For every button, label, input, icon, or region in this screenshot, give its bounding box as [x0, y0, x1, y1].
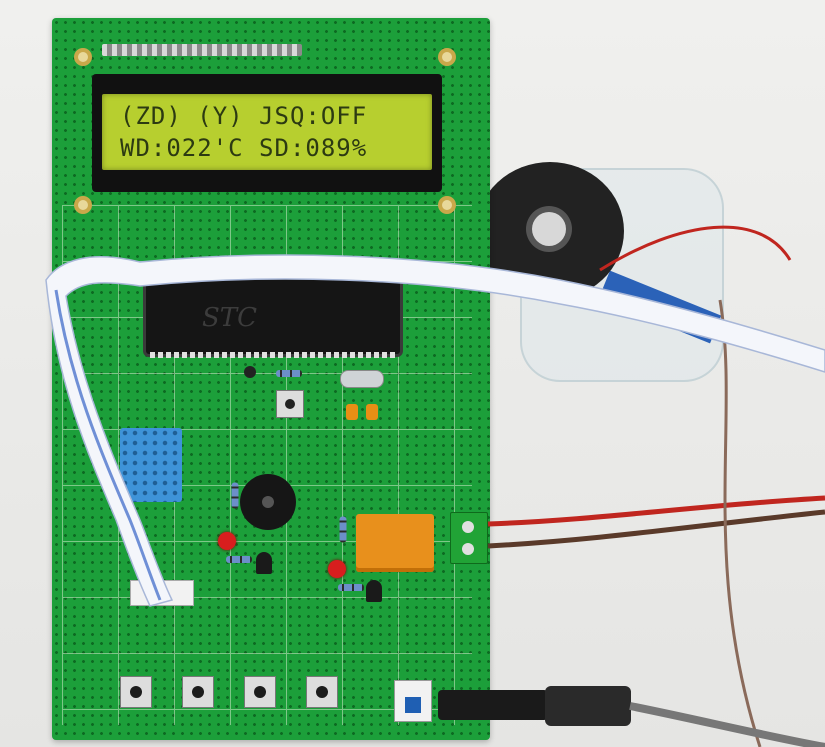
- humidity-sensor: [120, 428, 182, 502]
- red-led: [328, 560, 346, 578]
- mount-hole: [438, 48, 456, 66]
- red-led: [218, 532, 236, 550]
- red-wire: [487, 495, 825, 527]
- indicator-led: [244, 366, 256, 378]
- key-button-1[interactable]: [120, 676, 152, 708]
- dc-power-jack: [438, 690, 548, 720]
- mount-hole: [438, 196, 456, 214]
- reset-button[interactable]: [276, 390, 304, 418]
- relay: [356, 514, 434, 572]
- resistor: [338, 584, 364, 591]
- screw-terminal: [450, 512, 488, 564]
- terminal-screw: [462, 543, 474, 555]
- capacitor: [346, 404, 358, 420]
- ultrasonic-atomizer: [476, 162, 624, 300]
- resistor: [231, 482, 239, 509]
- resistor: [226, 556, 252, 563]
- lcd-pin-header: [102, 44, 302, 56]
- key-button-3[interactable]: [244, 676, 276, 708]
- mount-hole: [74, 48, 92, 66]
- capacitor: [366, 404, 378, 420]
- power-switch[interactable]: [394, 680, 432, 722]
- microcontroller-chip: [146, 278, 400, 354]
- resistor: [276, 370, 302, 377]
- buzzer: [240, 474, 296, 530]
- lcd-line-1: (ZD) (Y) JSQ:OFF: [120, 102, 368, 130]
- resistor: [339, 516, 347, 543]
- dc-power-plug: [545, 686, 631, 726]
- power-cable: [629, 702, 825, 747]
- lcd-screen: (ZD) (Y) JSQ:OFF WD:022'C SD:089%: [102, 94, 432, 170]
- brown-wire: [487, 509, 825, 549]
- chip-marking: STC: [202, 303, 258, 333]
- terminal-screw: [462, 521, 474, 533]
- sensor-wire: [718, 299, 762, 747]
- mount-hole: [74, 196, 92, 214]
- transistor: [366, 580, 382, 602]
- transistor: [256, 552, 272, 574]
- ribbon-connector: [130, 580, 194, 606]
- key-button-4[interactable]: [306, 676, 338, 708]
- chip-pins: [150, 352, 398, 358]
- key-button-2[interactable]: [182, 676, 214, 708]
- crystal-oscillator: [340, 370, 384, 388]
- lcd-line-2: WD:022'C SD:089%: [120, 134, 368, 162]
